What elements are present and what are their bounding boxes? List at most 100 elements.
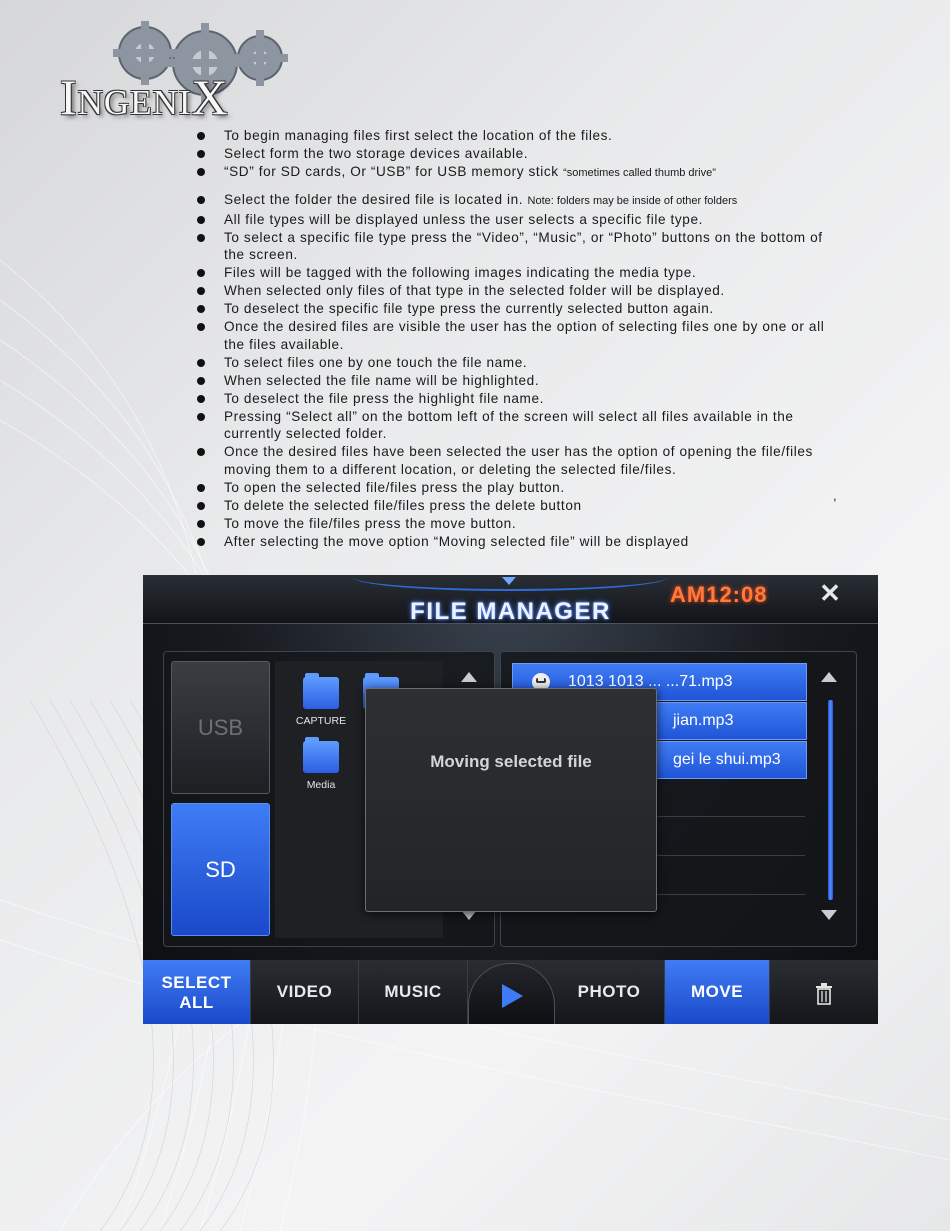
- select-all-line2: ALL: [179, 993, 214, 1012]
- instruction-list: To begin managing files first select the…: [195, 127, 845, 551]
- instruction-item: To select a specific file type press the…: [195, 229, 845, 264]
- music-icon: [532, 673, 550, 691]
- file-name: gei le shui.mp3: [673, 751, 781, 768]
- instruction-item: To select files one by one touch the fil…: [195, 354, 845, 372]
- instruction-item: Select the folder the desired file is lo…: [195, 191, 845, 211]
- video-button[interactable]: VIDEO: [251, 960, 359, 1024]
- instruction-item: Once the desired files are visible the u…: [195, 318, 845, 353]
- instruction-item: “SD” for SD cards, Or “USB” for USB memo…: [195, 163, 845, 183]
- instruction-text: Files will be tagged with the following …: [224, 265, 697, 280]
- screen-title: FILE MANAGER: [410, 598, 611, 625]
- sd-button[interactable]: SD: [171, 803, 270, 936]
- bullet-icon: [197, 287, 205, 295]
- folder-label: CAPTURE: [295, 715, 347, 727]
- bullet-icon: [197, 132, 205, 140]
- instruction-item: To begin managing files first select the…: [195, 127, 845, 145]
- select-all-button[interactable]: SELECT ALL: [143, 960, 251, 1024]
- instruction-text: To select a specific file type press the…: [224, 229, 823, 263]
- instruction-text: To move the file/files press the move bu…: [224, 515, 517, 531]
- bullet-icon: [197, 537, 205, 546]
- instruction-note: Note: folders may be inside of other fol…: [527, 194, 738, 207]
- bullet-icon: [197, 412, 205, 421]
- bullet-icon: [197, 233, 205, 242]
- instruction-text: When selected the file name will be high…: [224, 372, 540, 388]
- instruction-item: After selecting the move option “Moving …: [195, 533, 845, 551]
- instruction-note: “sometimes called thumb drive”: [563, 167, 716, 179]
- bullet-icon: [197, 448, 205, 456]
- instruction-item: Once the desired files have been selecte…: [195, 443, 845, 478]
- instruction-item: To delete the selected file/files press …: [195, 497, 845, 515]
- file-name: 1013 1013 ... ...71.mp3: [568, 673, 733, 690]
- file-row-empty[interactable]: [512, 856, 805, 895]
- instruction-item: To open the selected file/files press th…: [195, 479, 845, 497]
- play-button[interactable]: [468, 963, 555, 1024]
- instruction-text: After selecting the move option “Moving …: [224, 533, 689, 549]
- bullet-icon: [197, 376, 205, 385]
- bullet-icon: [197, 269, 205, 277]
- folder-icon: [303, 673, 339, 709]
- file-name: jian.mp3: [673, 712, 734, 729]
- file-scroll-down-icon[interactable]: [821, 910, 837, 920]
- bullet-icon: [197, 305, 205, 313]
- logo-text: IngeniX: [60, 69, 229, 125]
- bullet-icon: [197, 168, 205, 176]
- instruction-item: Pressing “Select all” on the bottom left…: [195, 408, 845, 443]
- chevron-down-icon[interactable]: [502, 577, 516, 585]
- folder-label: Media: [306, 779, 336, 791]
- play-icon: [502, 984, 523, 1008]
- instruction-text: Once the desired files are visible the u…: [224, 319, 825, 352]
- moving-dialog: Moving selected file: [365, 688, 657, 912]
- instruction-item: Files will be tagged with the following …: [195, 264, 845, 282]
- bullet-icon: [197, 323, 205, 331]
- folder-capture[interactable]: CAPTURE: [291, 673, 351, 727]
- trash-icon[interactable]: [815, 983, 833, 1005]
- dialog-message: Moving selected file: [430, 752, 592, 771]
- instruction-text: To select files one by one touch the fil…: [224, 354, 528, 370]
- bullet-icon: [197, 394, 205, 403]
- file-manager-screen: FILE MANAGER AM12:08 ✕ USB SD CAPTURE Me…: [143, 575, 878, 1024]
- instruction-text: Select form the two storage devices avai…: [224, 146, 529, 161]
- bullet-icon: [197, 358, 205, 367]
- select-all-line1: SELECT: [161, 973, 232, 992]
- instruction-item: When selected only files of that type in…: [195, 282, 845, 300]
- file-scroll-up-icon[interactable]: [821, 672, 837, 682]
- clock: AM12:08: [670, 582, 768, 607]
- bullet-icon: [197, 501, 205, 510]
- folder-scroll-down-icon[interactable]: [461, 910, 477, 920]
- instruction-item: All file types will be displayed unless …: [195, 211, 845, 229]
- instruction-text: To delete the selected file/files press …: [224, 497, 582, 513]
- top-notch: [353, 575, 668, 591]
- close-icon[interactable]: ✕: [819, 578, 841, 608]
- instruction-item: To deselect the file press the highlight…: [195, 390, 845, 408]
- bullet-icon: [197, 519, 205, 528]
- ingenix-logo: IngeniX: [55, 18, 305, 138]
- bullet-icon: [197, 483, 205, 492]
- gears-icon: [113, 21, 288, 103]
- instruction-item: To deselect the specific file type press…: [195, 300, 845, 318]
- file-scrollbar[interactable]: [828, 700, 833, 900]
- instruction-text: Select the folder the desired file is lo…: [224, 191, 528, 207]
- instruction-text: To begin managing files first select the…: [224, 128, 613, 143]
- photo-button[interactable]: PHOTO: [554, 960, 665, 1024]
- folder-media[interactable]: Media: [291, 737, 351, 791]
- stray-comma: ,: [833, 488, 837, 503]
- file-row-empty[interactable]: [512, 817, 805, 856]
- folder-scroll-up-icon[interactable]: [461, 672, 477, 682]
- folder-icon: [303, 737, 339, 773]
- bullet-icon: [197, 150, 205, 158]
- instruction-text: To open the selected file/files press th…: [224, 479, 565, 495]
- bullet-icon: [197, 215, 205, 224]
- instruction-item: Select form the two storage devices avai…: [195, 145, 845, 163]
- instruction-item: To move the file/files press the move bu…: [195, 515, 845, 533]
- file-row-empty[interactable]: [512, 778, 805, 817]
- instruction-text: Pressing “Select all” on the bottom left…: [224, 408, 794, 442]
- usb-button[interactable]: USB: [171, 661, 270, 794]
- music-button[interactable]: MUSIC: [359, 960, 468, 1024]
- instruction-text: “SD” for SD cards, Or “USB” for USB memo…: [224, 164, 564, 179]
- instruction-text: To deselect the file press the highlight…: [224, 390, 545, 406]
- instruction-text: When selected only files of that type in…: [224, 283, 725, 298]
- instruction-item: When selected the file name will be high…: [195, 372, 845, 390]
- bullet-icon: [197, 195, 205, 204]
- move-button[interactable]: MOVE: [665, 960, 770, 1024]
- instruction-text: All file types will be displayed unless …: [224, 211, 703, 227]
